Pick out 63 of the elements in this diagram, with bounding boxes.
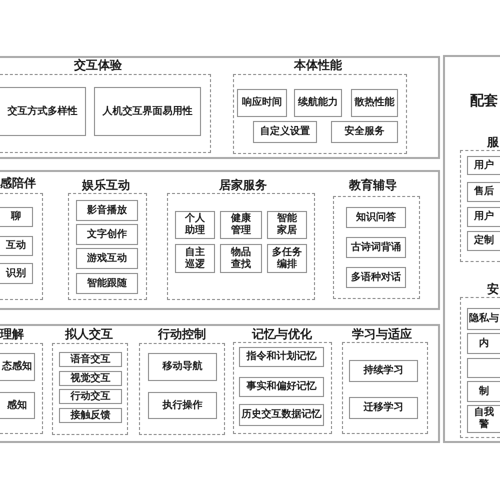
feature-box: 执行操作 — [148, 392, 217, 419]
feature-box: 自定义设置 — [253, 121, 317, 143]
feature-box: 事实和偏好记忆 — [239, 377, 324, 397]
feature-box: 用户 — [467, 207, 500, 227]
group-title: 居家服务 — [219, 178, 267, 192]
group-title: 记忆与优化 — [252, 327, 312, 341]
feature-box: 多任务编排 — [267, 244, 307, 273]
group-title: 行动控制 — [158, 327, 206, 341]
feature-box: 自主巡逻 — [175, 244, 215, 273]
blank-box — [467, 358, 500, 378]
feature-box: 智能家居 — [267, 211, 307, 239]
group-title: 学习与适应 — [352, 327, 412, 341]
feature-box: 响应时间 — [237, 89, 287, 117]
feature-box: 个人助理 — [175, 211, 215, 239]
feature-box: 定制 — [467, 231, 500, 251]
feature-box: 互动 — [0, 236, 33, 256]
group-title: 交互体验 — [74, 58, 122, 72]
feature-box: 文字创作 — [76, 224, 138, 245]
feature-box: 行动交互 — [59, 389, 122, 404]
section-panel — [443, 55, 500, 443]
panel-title: 配套 — [470, 93, 498, 110]
section-panel — [0, 170, 440, 310]
feature-box: 售后 — [467, 182, 500, 202]
group-title: 教育辅导 — [349, 178, 397, 192]
group-title: 拟人交互 — [65, 327, 113, 341]
feature-box: 散热性能 — [351, 89, 398, 117]
feature-box: 自我警 — [467, 405, 500, 433]
feature-box: 识别 — [0, 263, 33, 284]
feature-box: 制 — [467, 381, 500, 402]
group-title: 理解 — [0, 327, 24, 341]
feature-box: 健康管理 — [220, 211, 262, 239]
feature-box: 游戏互动 — [76, 248, 138, 269]
feature-box: 安全服务 — [331, 121, 398, 143]
feature-box: 持续学习 — [349, 360, 418, 382]
feature-box: 指令和计划记忆 — [239, 347, 324, 367]
feature-box: 历史交互数据记忆 — [239, 404, 324, 426]
feature-box: 视觉交互 — [59, 371, 122, 386]
feature-box: 聊 — [0, 207, 33, 227]
group-title: 感陪伴 — [0, 176, 36, 190]
feature-box: 古诗词背诵 — [346, 237, 406, 258]
feature-box: 隐私与 — [467, 308, 500, 330]
group-title: 服 — [487, 135, 499, 149]
feature-box: 续航能力 — [294, 89, 342, 117]
feature-box: 知识问答 — [346, 207, 406, 228]
feature-box: 感知 — [0, 392, 35, 419]
feature-box: 态感知 — [0, 353, 35, 381]
group-title: 本体性能 — [294, 58, 342, 72]
section-panel — [0, 324, 440, 443]
feature-box: 人机交互界面易用性 — [94, 87, 201, 136]
feature-box: 接触反馈 — [59, 408, 122, 423]
feature-box: 交互方式多样性 — [0, 87, 86, 136]
feature-box: 多语种对话 — [346, 267, 406, 288]
feature-box: 智能跟随 — [76, 273, 138, 294]
feature-box: 迁移学习 — [349, 397, 418, 419]
section-panel — [0, 56, 440, 159]
group-title: 娱乐互动 — [82, 178, 130, 192]
feature-box: 物品查找 — [220, 244, 262, 273]
group-title: 安 — [487, 282, 499, 296]
feature-box: 影音播放 — [76, 200, 138, 221]
feature-box: 移动导航 — [148, 353, 217, 381]
feature-box: 内 — [467, 333, 500, 354]
feature-box: 用户 — [467, 156, 500, 175]
feature-box: 语音交互 — [59, 352, 122, 367]
